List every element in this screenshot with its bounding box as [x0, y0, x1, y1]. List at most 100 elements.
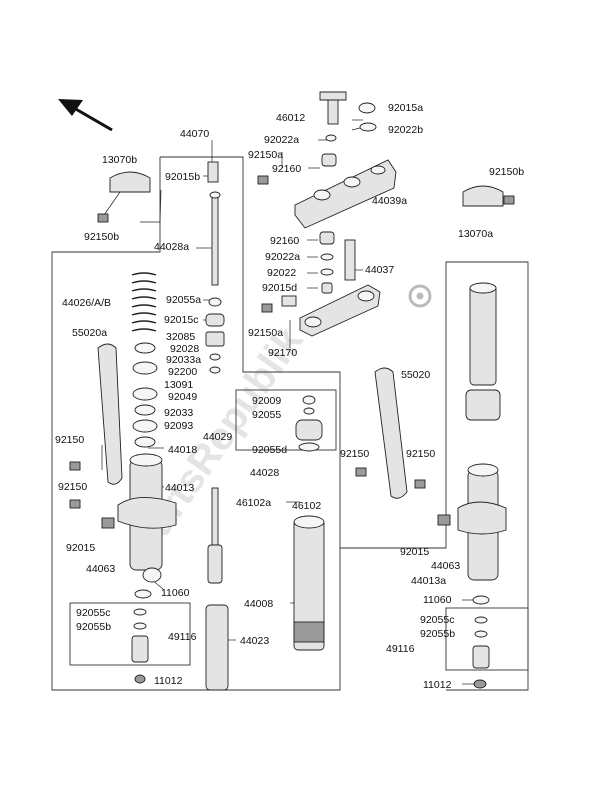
label-92055c-r: 92055c [420, 614, 454, 626]
label-44013a: 44013a [411, 575, 446, 587]
label-92150-l2: 92150 [58, 481, 87, 493]
label-11060-r: 11060 [423, 594, 452, 606]
label-92022b: 92022b [388, 124, 423, 136]
label-92170: 92170 [268, 347, 297, 359]
part-labels: 44070 46012 92015a 92022a 92022b 92150a … [55, 102, 524, 691]
label-92022a: 92022a [264, 134, 299, 146]
label-92055d: 92055d [252, 444, 287, 456]
bolt-92150a [257, 175, 269, 185]
label-44013: 44013 [165, 482, 194, 494]
label-49116-r: 49116 [386, 643, 415, 655]
label-92150a-mid: 92150a [248, 327, 283, 339]
label-44070: 44070 [180, 128, 209, 140]
left-seal-stack [132, 342, 158, 448]
label-92055: 92055 [252, 409, 281, 421]
damper-46102a [207, 487, 223, 584]
inner-tube-right [465, 282, 501, 421]
label-92033a: 92033a [166, 354, 201, 366]
label-92160-top: 92160 [272, 163, 301, 175]
bolt-92150-left-2 [69, 499, 81, 509]
label-92015b: 92015b [165, 171, 200, 183]
washer-11060-right [472, 595, 490, 605]
bolt-92150-right-2 [414, 479, 426, 489]
label-44063-r: 44063 [431, 560, 460, 572]
label-92028: 92028 [170, 343, 199, 355]
label-92055b-l: 92055b [76, 621, 111, 633]
handlebar-clamp-right [462, 185, 515, 207]
label-44037: 44037 [365, 264, 394, 276]
label-92033: 92033 [164, 407, 193, 419]
direction-arrow-icon [58, 99, 113, 132]
outer-tube-44013a [457, 463, 507, 581]
label-92009: 92009 [252, 395, 281, 407]
label-92055b-r: 92055b [420, 628, 455, 640]
label-32085: 32085 [166, 331, 195, 343]
label-92015-l: 92015 [66, 542, 95, 554]
bolt-92150-left-1 [69, 461, 81, 471]
outer-tube-44013 [117, 453, 177, 583]
bolt-11012-left [134, 674, 146, 684]
label-92015-r: 92015 [400, 546, 429, 558]
lower-clamp-44037 [299, 239, 381, 337]
label-92093: 92093 [164, 420, 193, 432]
piston-44023 [205, 604, 229, 691]
fork-spring [131, 272, 157, 332]
label-92055c-l: 92055c [76, 607, 110, 619]
label-55020a: 55020a [72, 327, 107, 339]
label-11012-l: 11012 [154, 675, 183, 687]
top-clamp-bracket [294, 159, 397, 229]
washer-11060-left [134, 589, 152, 599]
label-44029: 44029 [203, 431, 232, 443]
label-92150-r2: 92150 [406, 448, 435, 460]
leader-lines [101, 119, 475, 685]
label-13070a: 13070a [458, 228, 493, 240]
label-49116-l: 49116 [168, 631, 197, 643]
label-92049: 92049 [168, 391, 197, 403]
damper-rod-44028a [207, 161, 221, 286]
bolt-11012-right [473, 679, 487, 689]
label-92015a: 92015a [388, 102, 423, 114]
cylinder-44008 [293, 515, 325, 651]
base-valve-49116-right [472, 616, 490, 669]
base-valve-49116-left [131, 608, 149, 663]
handlebar-clamp-left [97, 171, 151, 223]
label-46012: 46012 [276, 112, 305, 124]
clamp-44063-left [101, 517, 115, 529]
label-44063-l: 44063 [86, 563, 115, 575]
label-92160-mid: 92160 [270, 235, 299, 247]
label-44023: 44023 [240, 635, 269, 647]
label-44026: 44026/A/B [62, 297, 111, 309]
label-92150b-right: 92150b [489, 166, 524, 178]
label-44018: 44018 [168, 444, 197, 456]
mid-washers [261, 231, 335, 313]
bolt-92150-right-1 [355, 467, 367, 477]
cap-44029 [295, 395, 323, 452]
label-44028: 44028 [250, 467, 279, 479]
label-46102: 46102 [292, 500, 321, 512]
label-92022a-mid: 92022a [265, 251, 300, 263]
gear-icon [408, 284, 432, 308]
steering-stem-nut [319, 91, 347, 125]
label-92015d: 92015d [262, 282, 297, 294]
label-92055a: 92055a [166, 294, 201, 306]
label-11012-r: 11012 [423, 679, 452, 691]
label-92015c: 92015c [164, 314, 198, 326]
assembly-frames [51, 156, 529, 691]
center-small-parts [205, 297, 225, 374]
label-92150b-left: 92150b [84, 231, 119, 243]
label-44039a: 44039a [372, 195, 407, 207]
label-44008: 44008 [244, 598, 273, 610]
top-washers [321, 102, 377, 167]
clamp-44063-right [437, 514, 451, 526]
label-92022-mid: 92022 [267, 267, 296, 279]
label-13070b: 13070b [102, 154, 137, 166]
fork-guard-55020a [97, 343, 123, 485]
fork-guard-55020 [374, 367, 408, 499]
label-55020: 55020 [401, 369, 430, 381]
label-92150a-top: 92150a [248, 149, 283, 161]
label-92150-l: 92150 [55, 434, 84, 446]
label-46102a: 46102a [236, 497, 271, 509]
label-44028a: 44028a [154, 241, 189, 253]
label-13091: 13091 [164, 379, 193, 391]
